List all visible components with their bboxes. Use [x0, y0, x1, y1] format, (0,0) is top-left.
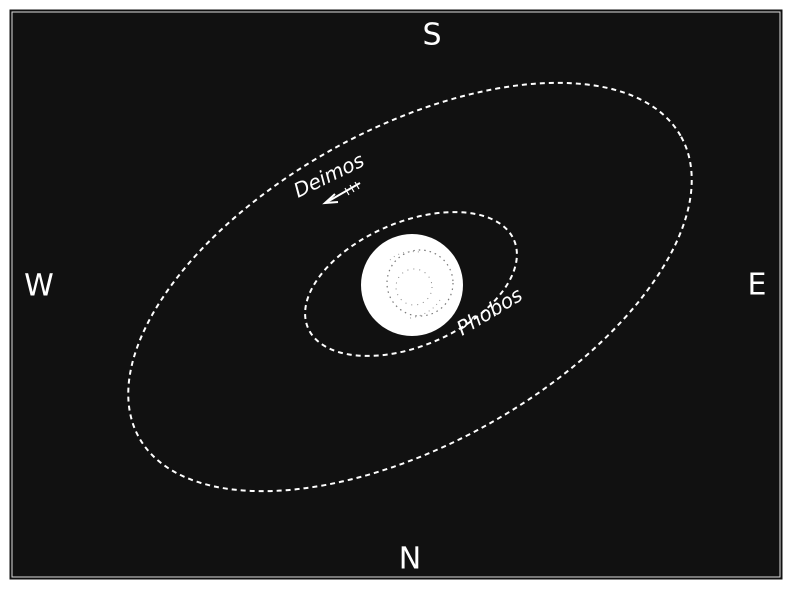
mars-planet [361, 234, 463, 336]
panel-inner-border [11, 11, 781, 578]
direction-south-label: S [422, 18, 441, 53]
phobos-orbit [304, 211, 518, 357]
direction-north-label: N [399, 542, 421, 577]
direction-east-label: E [748, 268, 767, 303]
deimos-motion-arrow [322, 181, 361, 205]
direction-west-label: W [24, 269, 54, 304]
